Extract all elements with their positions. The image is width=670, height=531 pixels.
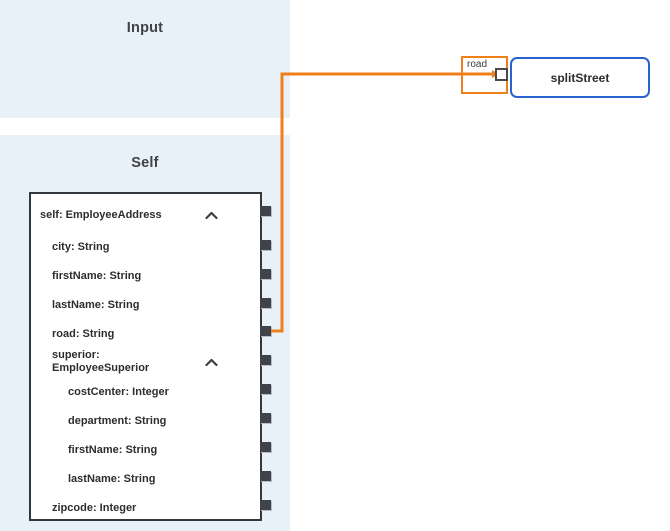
port-lastname[interactable] xyxy=(260,298,271,308)
structure-row-self[interactable]: self: EmployeeAddress xyxy=(31,205,260,225)
port-zipcode[interactable] xyxy=(260,500,271,510)
function-node-label: splitStreet xyxy=(550,70,610,85)
chevron-up-icon[interactable] xyxy=(204,208,218,222)
parameter-label-road: road xyxy=(467,59,488,70)
structure-row-label: self: EmployeeAddress xyxy=(40,208,162,221)
function-node-splitstreet[interactable]: splitStreet xyxy=(510,57,650,98)
port-firstname[interactable] xyxy=(260,269,271,279)
structure-row-label: road: String xyxy=(52,327,115,340)
structure-row-road[interactable]: road: String xyxy=(31,324,260,344)
port-department[interactable] xyxy=(260,413,271,423)
self-structure-box: self: EmployeeAddress city: String first… xyxy=(29,192,262,521)
structure-row-firstname[interactable]: firstName: String xyxy=(31,266,260,286)
structure-row-department[interactable]: department: String xyxy=(31,411,260,431)
port-superior[interactable] xyxy=(260,355,271,365)
chevron-up-icon[interactable] xyxy=(204,355,218,369)
port-city[interactable] xyxy=(260,240,271,250)
structure-row-label: costCenter: Integer xyxy=(68,385,169,398)
port-costcenter[interactable] xyxy=(260,384,271,394)
structure-row-label: firstName: String xyxy=(52,269,142,282)
port-superior-firstname[interactable] xyxy=(260,442,271,452)
structure-row-label: lastName: String xyxy=(68,472,156,485)
structure-row-costcenter[interactable]: costCenter: Integer xyxy=(31,382,260,402)
connection-wire-path xyxy=(271,72,487,333)
structure-row-label: city: String xyxy=(52,240,110,253)
port-superior-lastname[interactable] xyxy=(260,471,271,481)
port-road[interactable] xyxy=(260,326,271,336)
structure-row-label: lastName: String xyxy=(52,298,140,311)
structure-row-superior-firstname[interactable]: firstName: String xyxy=(31,440,260,460)
port-self[interactable] xyxy=(260,206,271,216)
lane-self-title: Self xyxy=(131,155,159,171)
structure-row-superior[interactable]: superior: EmployeeSuperior xyxy=(31,348,260,376)
structure-row-lastname[interactable]: lastName: String xyxy=(31,295,260,315)
structure-row-city[interactable]: city: String xyxy=(31,237,260,257)
structure-row-label: zipcode: Integer xyxy=(52,501,137,514)
parameter-socket-road[interactable] xyxy=(495,68,508,81)
structure-row-label: superior: EmployeeSuperior xyxy=(52,349,150,374)
lane-input-title: Input xyxy=(126,20,164,36)
structure-row-label: department: String xyxy=(68,414,167,427)
lane-input: Input xyxy=(0,0,290,118)
structure-row-label: firstName: String xyxy=(68,443,158,456)
structure-row-superior-lastname[interactable]: lastName: String xyxy=(31,469,260,489)
structure-row-zipcode[interactable]: zipcode: Integer xyxy=(31,498,260,518)
